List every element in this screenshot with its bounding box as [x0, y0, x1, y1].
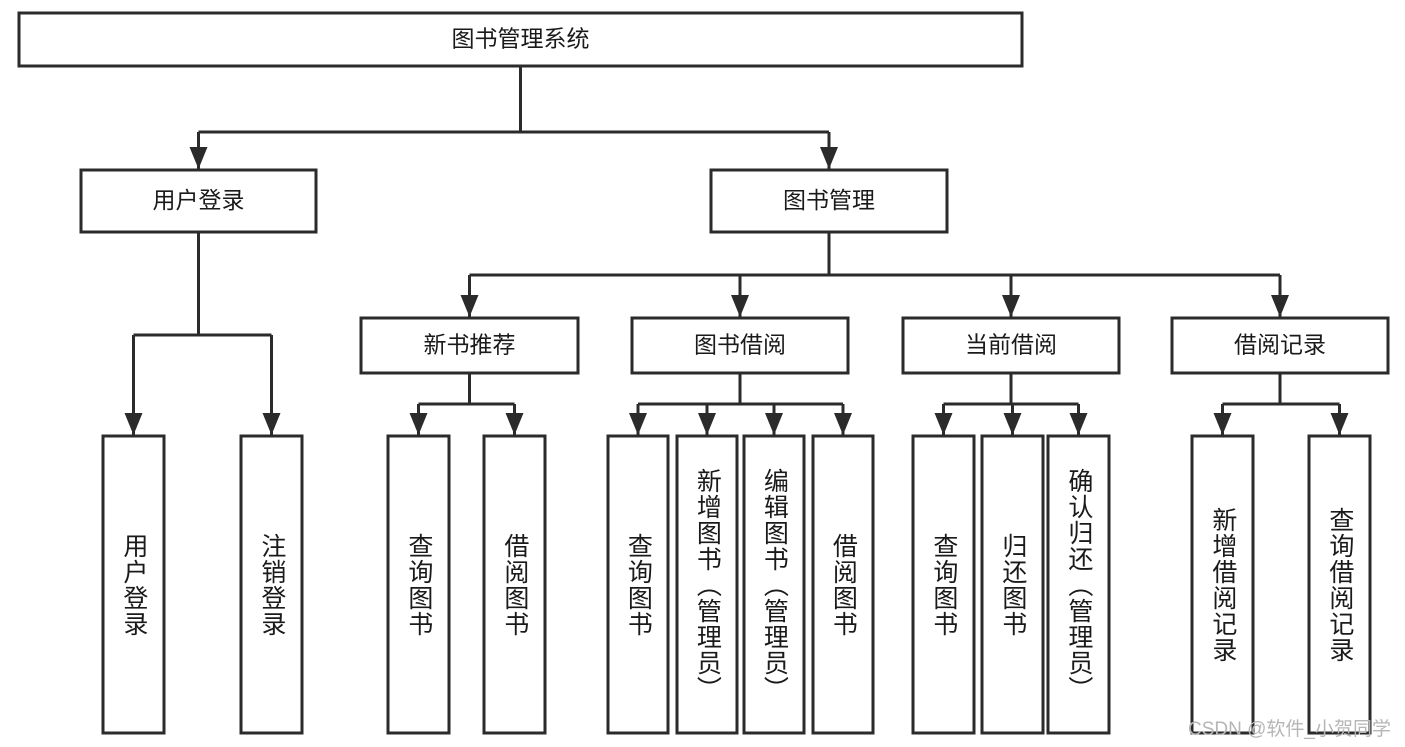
node-box-user-login[interactable] [79, 168, 318, 234]
arrowhead [409, 413, 428, 435]
node-box-leaf-query-book-3[interactable] [911, 434, 976, 735]
arrowhead [1069, 413, 1088, 435]
watermark-text: CSDN @软件_小贺同学 [1188, 719, 1391, 740]
node-label-new-book-rec: 新书推荐 [424, 332, 516, 358]
arrowhead [934, 413, 953, 435]
node-box-leaf-confirm-return[interactable] [1046, 434, 1111, 735]
node-box-leaf-user-logout[interactable] [239, 434, 304, 735]
arrowhead [629, 413, 647, 435]
arrowhead [1213, 413, 1232, 435]
node-box-root[interactable] [17, 11, 1024, 68]
node-box-leaf-query-record[interactable] [1307, 434, 1372, 735]
node-box-leaf-query-book-1[interactable] [386, 434, 451, 735]
connector-lines [124, 66, 1349, 435]
arrowhead [1271, 295, 1289, 317]
node-box-leaf-add-book[interactable] [675, 434, 739, 735]
arrowhead [820, 147, 838, 169]
node-box-borrow-record[interactable] [1170, 316, 1390, 375]
arrowhead [1003, 413, 1022, 435]
arrowhead [189, 147, 208, 169]
arrowhead [505, 413, 524, 435]
node-box-leaf-borrow-book-2[interactable] [811, 434, 875, 735]
node-box-leaf-borrow-book-1[interactable] [482, 434, 547, 735]
node-box-leaf-add-record[interactable] [1190, 434, 1255, 735]
node-label-borrow-record: 借阅记录 [1234, 332, 1326, 358]
arrowhead [765, 413, 783, 435]
node-label-root: 图书管理系统 [452, 26, 590, 52]
node-box-new-book-rec[interactable] [359, 316, 580, 375]
node-box-leaf-edit-book[interactable] [742, 434, 806, 735]
node-box-leaf-return-book[interactable] [980, 434, 1045, 735]
arrowhead [698, 413, 716, 435]
node-label-book-borrow: 图书借阅 [694, 332, 786, 358]
arrowhead [834, 413, 852, 435]
node-box-leaf-query-book-2[interactable] [606, 434, 670, 735]
node-box-current-borrow[interactable] [901, 316, 1121, 375]
node-box-book-manage[interactable] [709, 168, 949, 234]
node-label-user-login: 用户登录 [153, 187, 245, 213]
arrowhead [124, 413, 143, 435]
arrowhead [460, 295, 479, 317]
node-box-leaf-user-login[interactable] [101, 434, 166, 735]
node-box-book-borrow[interactable] [630, 316, 850, 375]
node-label-book-manage: 图书管理 [783, 187, 875, 213]
arrowhead [262, 413, 281, 435]
node-label-current-borrow: 当前借阅 [965, 332, 1057, 358]
arrowhead [1330, 413, 1349, 435]
node-boxes [17, 11, 1390, 735]
arrowhead [731, 295, 749, 317]
arrowhead [1002, 295, 1020, 317]
